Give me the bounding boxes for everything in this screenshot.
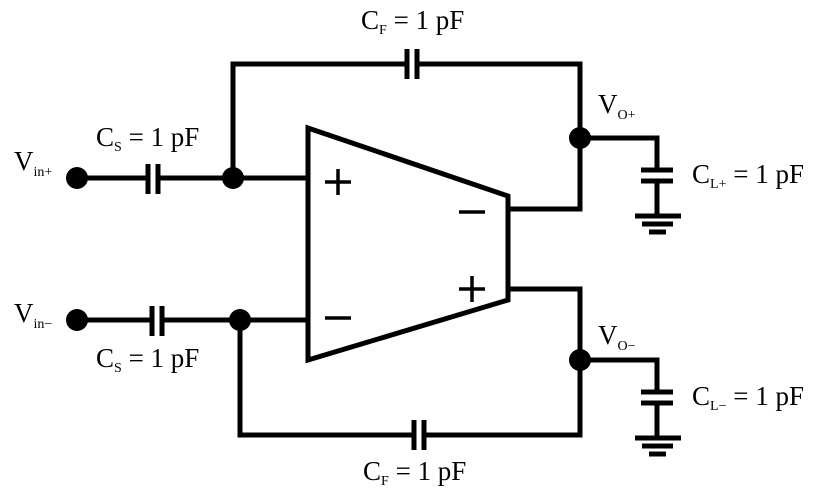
cl-minus-label: CL− = 1 pF: [692, 381, 804, 414]
vin-minus-label: Vin−: [14, 298, 52, 332]
cs-top-label: CS = 1 pF: [96, 122, 199, 155]
fully-differential-opamp: [305, 124, 511, 364]
cf-top-capacitor: [404, 49, 420, 79]
opamp-noninverting-input-plus-icon: [325, 169, 351, 195]
ground-bottom-icon: [635, 435, 681, 457]
bottom-feedback-wire: [237, 286, 583, 438]
cl-plus-label: CL+ = 1 pF: [692, 159, 804, 192]
cs-bottom-capacitor: [149, 306, 165, 336]
cf-bottom-label: CF = 1 pF: [363, 456, 466, 489]
cf-bottom-capacitor: [411, 420, 427, 450]
opamp-noninverting-output-plus-icon: [459, 276, 485, 302]
cl-plus-load: [577, 135, 673, 217]
vo-minus-label: VO−: [598, 320, 636, 354]
cs-bottom-label: CS = 1 pF: [96, 343, 199, 376]
cs-top-capacitor: [145, 164, 161, 194]
vin-plus-label: Vin+: [14, 146, 52, 180]
vin-minus-terminal: [66, 309, 88, 331]
vin-plus-terminal: [66, 167, 88, 189]
vo-plus-label: VO+: [598, 89, 636, 123]
cl-minus-load: [577, 357, 673, 439]
cf-top-label: CF = 1 pF: [361, 5, 464, 38]
ground-top-icon: [635, 213, 681, 235]
